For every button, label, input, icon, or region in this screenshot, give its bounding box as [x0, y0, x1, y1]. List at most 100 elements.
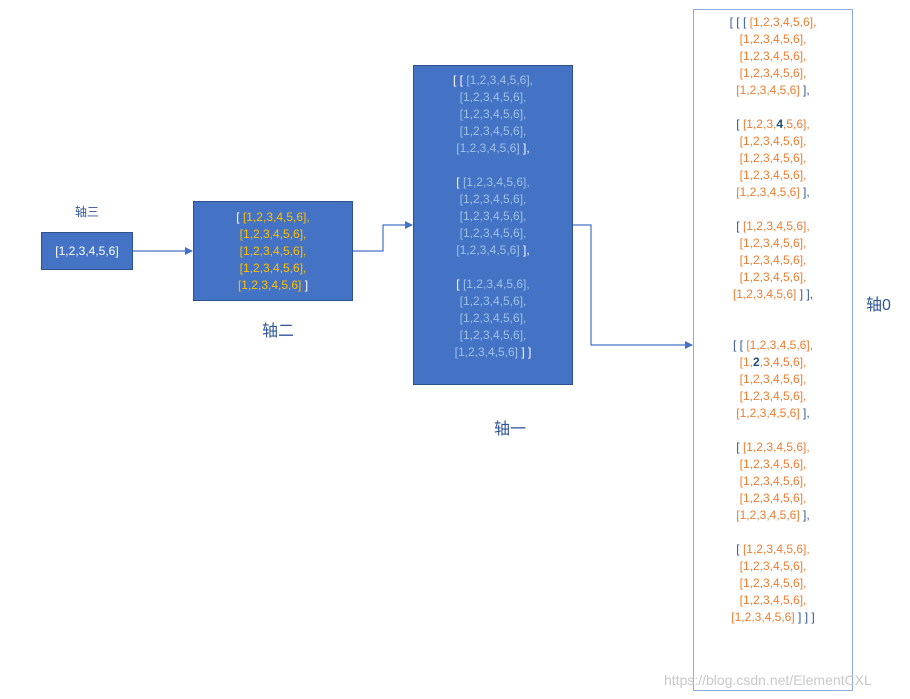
- axis2-label: 轴二: [262, 323, 295, 340]
- array-text-segment: [1,2,3,4,5,6],: [739, 134, 807, 148]
- array-text-segment: [1,2,3,4,5,6],: [459, 192, 527, 206]
- array-text-segment: [1,2,3,: [742, 117, 777, 131]
- array-line: [1,2,3,4,5,6],: [694, 371, 852, 388]
- axis1-label: 轴一: [494, 421, 527, 438]
- axis2-box: [ [1,2,3,4,5,6],[1,2,3,4,5,6],[1,2,3,4,5…: [193, 201, 353, 301]
- array-line: [1,2,3,4,5,6],: [694, 235, 852, 252]
- array-text-segment: [1,2,3,4,5,6]: [456, 243, 520, 257]
- array-line: [1,2,3,4,5,6],: [414, 208, 572, 225]
- array-text-segment: [: [736, 219, 743, 233]
- array-line: [1,2,3,4,5,6],: [694, 48, 852, 65]
- array-text-segment: 2: [752, 355, 760, 369]
- array-text-segment: [: [456, 277, 463, 291]
- array-text-segment: [1,2,3,4,5,6],: [746, 338, 814, 352]
- array-text-segment: ] ] ]: [794, 610, 815, 624]
- array-text-segment: [1,2,3,4,5,6],: [739, 491, 807, 505]
- array-text-segment: 4: [776, 117, 784, 131]
- array-line: [1,2,3,4,5,6] ],: [414, 140, 572, 157]
- array-line: [1,2,3,4,5,6],: [694, 490, 852, 507]
- array-line: [1,2,3,4,5,6],: [414, 106, 572, 123]
- array-text-segment: [1,2,3,4,5,6],: [239, 244, 307, 258]
- array-line: [1,2,3,4,5,6],: [414, 89, 572, 106]
- axis3-label: 轴三: [75, 205, 100, 219]
- array-line: [ [1,2,3,4,5,6],: [694, 439, 852, 456]
- array-text-segment: [1,2,3,4,5,6],: [459, 107, 527, 121]
- array-line: [1,2,3,4,5,6],: [194, 243, 352, 260]
- array-line: [ [ [1,2,3,4,5,6],: [694, 337, 852, 354]
- array-line: [1,2,3,4,5,6],: [694, 150, 852, 167]
- array-line: [1,2,3,4,5,6],: [694, 65, 852, 82]
- array-text-segment: [1,2,3,4,5,6]: [736, 185, 800, 199]
- array-text-segment: [1,2,3,4,5,6],: [459, 226, 527, 240]
- array-text-segment: [1,2,3,4,5,6]: [454, 345, 519, 359]
- array-text-segment: [1,2,3,4,5,6],: [739, 372, 807, 386]
- array-line: [1,2,3,4,5,6],: [414, 293, 572, 310]
- array-text-segment: [1,2,3,4,5,6],: [739, 236, 807, 250]
- array-text-segment: [1,2,3,4,5,6]: [731, 610, 795, 624]
- array-text-segment: [1,2,3,4,5,6],: [742, 542, 810, 556]
- array-line: [1,2,3,4,5,6] ],: [414, 242, 572, 259]
- arrow-axis2-to-axis1: [353, 221, 413, 252]
- array-text-segment: [1,2,3,4,5,6],: [739, 270, 807, 284]
- array-text-segment: [1,: [739, 355, 753, 369]
- array-text-segment: [: [736, 440, 743, 454]
- array-text-segment: [1,2,3,4,5,6]: [736, 406, 800, 420]
- array-text-segment: [1,2,3,4,5,6],: [739, 253, 807, 267]
- axis3-box: [1,2,3,4,5,6]: [41, 232, 133, 270]
- array-line: [ [1,2,3,4,5,6],: [414, 276, 572, 293]
- array-line: [1,2,3,4,5,6] ],: [694, 507, 852, 524]
- array-line: [1,2,3,4,5,6] ] ]: [414, 344, 572, 361]
- axis1-box: [ [ [1,2,3,4,5,6],[1,2,3,4,5,6],[1,2,3,4…: [413, 65, 573, 385]
- array-text-segment: [1,2,3,4,5,6],: [459, 328, 527, 342]
- array-line: [1,2,3,4,5,6],: [694, 269, 852, 286]
- array-text-segment: [1,2,3,4,5,6],: [739, 168, 807, 182]
- array-text-segment: ],: [799, 83, 810, 97]
- array-line: [ [ [ [1,2,3,4,5,6],: [694, 14, 852, 31]
- array-text-segment: [1,2,3,4,5,6],: [242, 210, 310, 224]
- array-text-segment: [1,2,3,4,5,6]: [237, 278, 302, 292]
- array-text-segment: [1,2,3,4,5,6],: [742, 219, 810, 233]
- array-text-segment: [1,2,3,4,5,6],: [749, 15, 817, 29]
- array-line: [1,2,3,4,5,6] ],: [694, 82, 852, 99]
- arrow-axis1-to-axis0: [573, 224, 693, 349]
- array-line: [ [1,2,3,4,5,6],: [194, 209, 352, 226]
- array-text-segment: [1,2,3,4,5,6],: [739, 389, 807, 403]
- array-line: [1,2,3,4,5,6],: [414, 225, 572, 242]
- array-line: [ [1,2,3,4,5,6],: [694, 218, 852, 235]
- array-text-segment: [1,2,3,4,5,6],: [462, 277, 530, 291]
- array-line: [1,2,3,4,5,6] ] ],: [694, 286, 852, 303]
- array-line: [ [1,2,3,4,5,6],: [694, 116, 852, 133]
- array-text-segment: [: [456, 175, 463, 189]
- axis3-array-text: [1,2,3,4,5,6]: [55, 244, 119, 258]
- array-text-segment: [ [ [: [729, 15, 750, 29]
- array-text-segment: ],: [519, 141, 530, 155]
- array-text-segment: ,5,6],: [783, 117, 810, 131]
- array-text-segment: [1,2,3,4,5,6],: [742, 440, 810, 454]
- array-text-segment: [ [: [452, 73, 467, 87]
- array-text-segment: ],: [799, 406, 810, 420]
- array-text-segment: [1,2,3,4,5,6],: [459, 209, 527, 223]
- array-line: [1,2,3,4,5,6],: [194, 226, 352, 243]
- array-text-segment: [1,2,3,4,5,6],: [739, 49, 807, 63]
- array-line: [ [ [1,2,3,4,5,6],: [414, 72, 572, 89]
- array-line: [ [1,2,3,4,5,6],: [694, 541, 852, 558]
- array-text-segment: [1,2,3,4,5,6],: [462, 175, 530, 189]
- array-text-segment: [1,2,3,4,5,6]: [456, 141, 520, 155]
- array-text-segment: ] ],: [796, 287, 814, 301]
- array-text-segment: [1,2,3,4,5,6],: [459, 311, 527, 325]
- array-line: [1,2,3,4,5,6],: [694, 456, 852, 473]
- array-text-segment: [1,2,3,4,5,6],: [739, 474, 807, 488]
- array-text-segment: [1,2,3,4,5,6],: [739, 593, 807, 607]
- array-line: [1,2,3,4,5,6],: [694, 31, 852, 48]
- array-text-segment: [1,2,3,4,5,6],: [739, 66, 807, 80]
- array-text-segment: [1,2,3,4,5,6],: [739, 457, 807, 471]
- array-text-segment: [1,2,3,4,5,6],: [466, 73, 534, 87]
- array-text-segment: [1,2,3,4,5,6],: [239, 261, 307, 275]
- array-text-segment: ,3,4,5,6],: [759, 355, 807, 369]
- array-line: [1,2,3,4,5,6],: [694, 167, 852, 184]
- array-text-segment: [: [236, 210, 243, 224]
- array-text-segment: ] ]: [518, 345, 532, 359]
- array-text-segment: ],: [799, 508, 810, 522]
- array-line: [1,2,3,4,5,6] ],: [694, 184, 852, 201]
